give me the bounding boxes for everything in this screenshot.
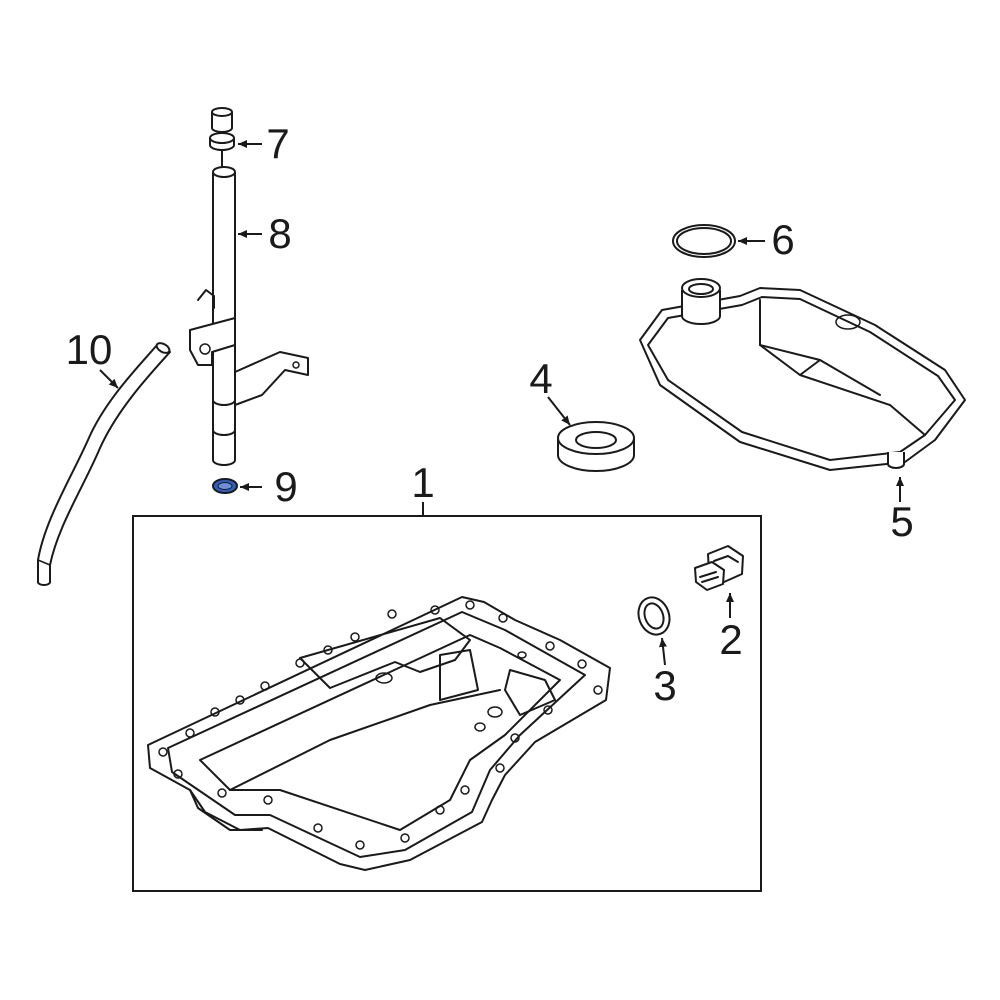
transmission-filter (639, 278, 966, 471)
dipstick-tube (189, 166, 309, 466)
callout-8: 8 (268, 210, 291, 257)
callout-4: 4 (529, 355, 552, 402)
filler-tube (37, 342, 171, 586)
callout-3-leader (659, 637, 667, 666)
drain-plug-gasket (637, 596, 671, 636)
o-ring (672, 224, 736, 258)
callout-3: 3 (653, 662, 676, 709)
callout-7: 7 (266, 120, 289, 167)
oil-pan (147, 596, 611, 871)
tube-o-ring (212, 478, 238, 494)
callout-1: 1 (411, 459, 434, 506)
seal (557, 421, 635, 472)
callout-5: 5 (890, 498, 913, 545)
callout-10-leader (99, 369, 119, 389)
callout-9: 9 (274, 463, 297, 510)
part-1-group-box (132, 515, 762, 892)
callout-4-leader (547, 396, 571, 426)
callout-2: 2 (719, 616, 742, 663)
drain-plug (694, 545, 744, 591)
callout-6: 6 (771, 216, 794, 263)
callout-10: 10 (66, 326, 113, 373)
dipstick-cap (209, 107, 235, 167)
